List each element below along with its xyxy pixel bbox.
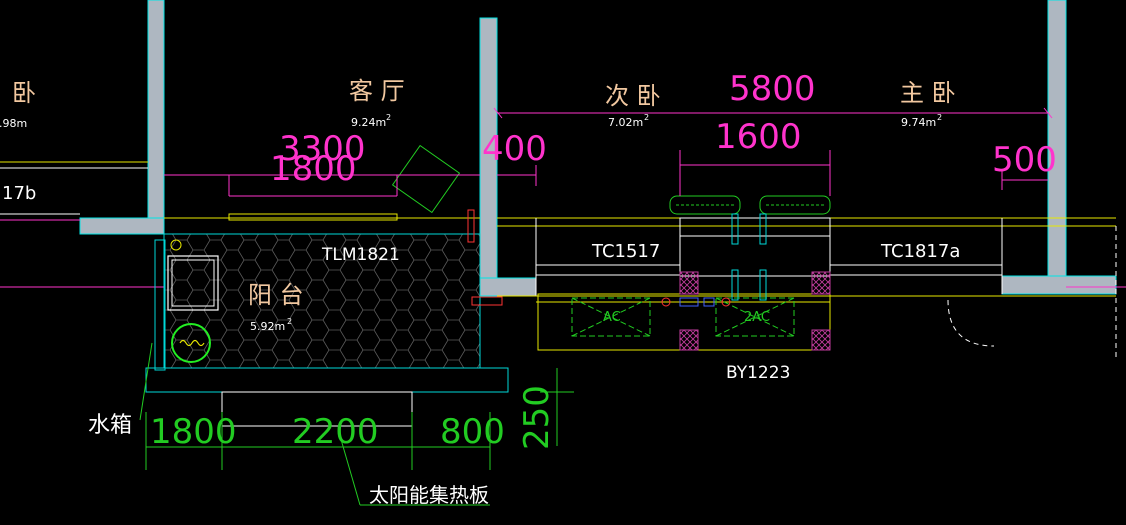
wall-master-bottom: [1001, 275, 1117, 295]
room-area-master-bedroom: 9.74m: [901, 116, 936, 129]
dim-1800: 1800: [270, 149, 357, 189]
dim-bottom-800: 800: [440, 412, 505, 452]
dim-5800: 5800: [729, 69, 816, 109]
tag-tlm1821: TLM1821: [321, 245, 400, 265]
water-tank-frame: [167, 255, 219, 311]
tag-17b: 17b: [2, 183, 36, 204]
wall-living-left: [147, 0, 165, 233]
label-solar-panel: 太阳能集热板: [369, 483, 489, 507]
dim-bottom-1800: 1800: [150, 412, 237, 452]
tag-ac: AC: [603, 310, 621, 325]
room-name-left-bedroom: 卧: [12, 79, 36, 107]
dim-1600: 1600: [715, 117, 802, 157]
wall-balcony-right-stub: [479, 277, 537, 297]
room-area-second-bedroom: 7.02m: [608, 116, 643, 129]
room-name-balcony: 阳 台: [248, 281, 304, 309]
wall-left-bedroom-bottom: [79, 217, 165, 235]
water-tank-icon: [171, 323, 211, 363]
room-name-living: 客 厅: [349, 77, 405, 105]
tag-tc1517: TC1517: [591, 241, 660, 262]
room-area-living-sup: 2: [386, 113, 391, 122]
dim-3300: 3300: [279, 129, 366, 169]
room-area-balcony-sup: 2: [287, 317, 292, 326]
room-area-living: 9.24m: [351, 116, 386, 129]
dim-500: 500: [992, 140, 1057, 180]
tag-tc1817a: TC1817a: [880, 241, 960, 262]
dim-250: 250: [517, 385, 557, 450]
walls: [79, 0, 1117, 297]
room-name-second-bedroom: 次 卧: [605, 82, 661, 110]
room-area-balcony: 5.92m: [250, 320, 285, 333]
room-area-left-bedroom: 9.98m: [0, 117, 27, 130]
tag-by1223: BY1223: [726, 363, 790, 383]
room-name-master-bedroom: 主 卧: [900, 79, 956, 107]
dimension-lines: [139, 107, 1053, 506]
labels: 卧 9.98m 客 厅 9.24m 2 次 卧 7.02m 2 主 卧 9.74…: [0, 69, 1057, 507]
ac-platform: [537, 195, 1117, 360]
tag-2ac: 2AC: [744, 310, 770, 325]
room-area-second-bedroom-sup: 2: [644, 113, 649, 122]
room-area-master-bedroom-sup: 2: [937, 113, 942, 122]
solar-panel: [221, 391, 413, 427]
label-water-tank: 水箱: [88, 413, 132, 438]
dim-400: 400: [482, 129, 547, 169]
rotated-fixture: [391, 144, 461, 214]
dim-bottom-2200: 2200: [292, 412, 379, 452]
